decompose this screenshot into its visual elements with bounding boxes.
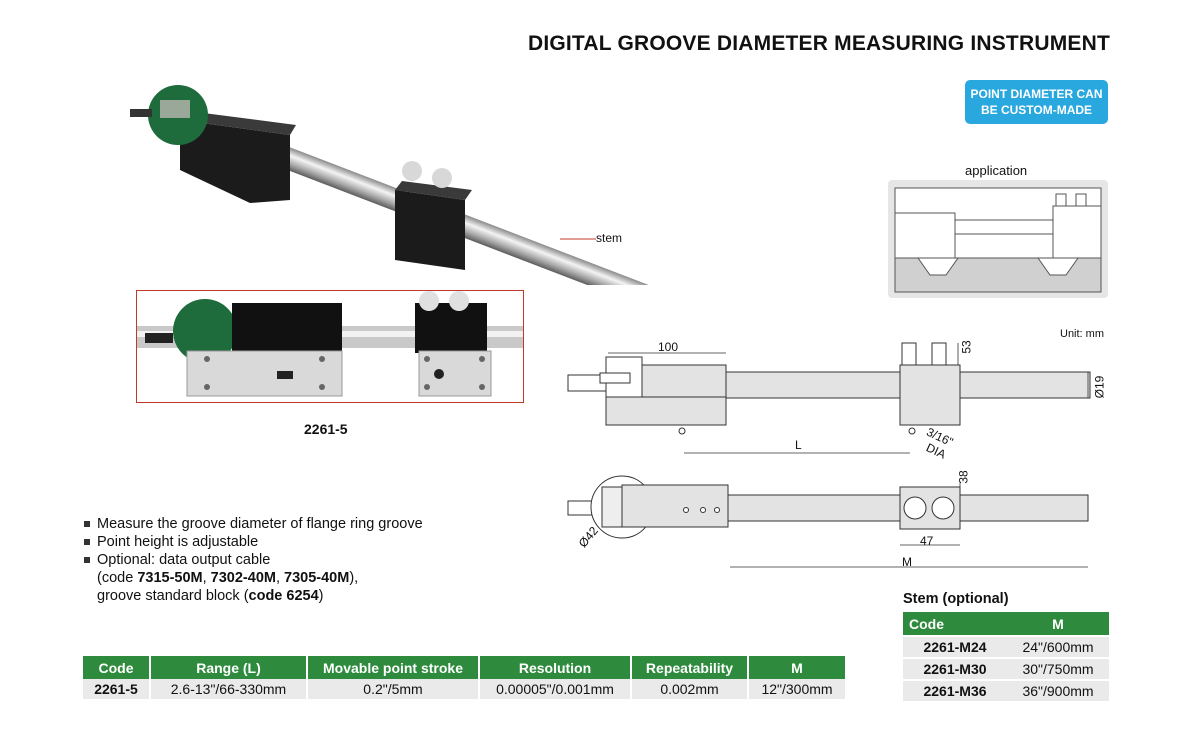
spec-cell-repeatability: 0.002mm (631, 679, 749, 699)
feature-item: Optional: data output cable (82, 551, 423, 569)
spec-table: Code Range (L) Movable point stroke Reso… (83, 656, 845, 699)
spec-header-repeatability: Repeatability (631, 656, 749, 679)
dim-l: L (795, 438, 802, 452)
custom-made-badge: POINT DIAMETER CAN BE CUSTOM-MADE (965, 80, 1108, 124)
dim-m: M (902, 555, 912, 569)
spec-cell-range: 2.6-13"/66-330mm (150, 679, 308, 699)
table-row: 2261-5 2.6-13"/66-330mm 0.2"/5mm 0.00005… (83, 679, 845, 699)
stem-header-m: M (1007, 612, 1109, 637)
spec-header-resolution: Resolution (479, 656, 632, 679)
dim-47: 47 (920, 534, 934, 548)
stem-table-title: Stem (optional) (903, 591, 1009, 607)
feature-optional-codes: (code 7315-50M, 7302-40M, 7305-40M), (97, 570, 359, 586)
closeup-illustration (137, 291, 523, 397)
stem-cell-code: 2261-M24 (903, 636, 1007, 659)
stem-leader-line (560, 238, 596, 240)
page-title: DIGITAL GROOVE DIAMETER MEASURING INSTRU… (527, 32, 1110, 55)
stem-callout: stem (596, 231, 623, 245)
feature-list: Measure the groove diameter of flange ri… (82, 515, 423, 605)
table-row: 2261-M24 24"/600mm (903, 636, 1109, 659)
stem-cell-m: 36"/900mm (1007, 680, 1109, 703)
inset-closeup (136, 290, 524, 403)
spec-cell-stroke: 0.2"/5mm (307, 679, 480, 699)
badge-line-2: BE CUSTOM-MADE (980, 103, 1093, 117)
dim-19: Ø19 (1092, 375, 1107, 399)
dim-100: 100 (658, 340, 679, 354)
feature-item: Measure the groove diameter of flange ri… (82, 515, 423, 533)
knob-icon (402, 161, 422, 181)
spec-cell-m: 12"/300mm (748, 679, 845, 699)
stem-header-code: Code (903, 612, 1007, 637)
badge-line-1: POINT DIAMETER CAN (970, 87, 1103, 101)
spec-header-m: M (748, 656, 845, 679)
dim-53: 53 (959, 340, 974, 354)
movable-block (395, 161, 472, 270)
gauge-body (130, 85, 296, 203)
spec-header-range: Range (L) (150, 656, 308, 679)
stem-cell-m: 24"/600mm (1007, 636, 1109, 659)
dim-38: 38 (956, 470, 971, 484)
spec-header-stroke: Movable point stroke (307, 656, 480, 679)
feature-item: Point height is adjustable (82, 533, 423, 551)
product-photo (130, 85, 664, 285)
knob-icon (432, 168, 452, 188)
stem-cell-m: 30"/750mm (1007, 658, 1109, 681)
stem-cell-code: 2261-M30 (903, 658, 1007, 681)
spec-header-code: Code (83, 656, 151, 679)
table-row: 2261-M36 36"/900mm (903, 680, 1109, 703)
spec-cell-resolution: 0.00005"/0.001mm (479, 679, 632, 699)
technical-drawing (567, 342, 1091, 568)
unit-label: Unit: mm (1060, 328, 1104, 340)
feature-standard-block: groove standard block (code 6254) (97, 588, 324, 604)
product-code-label: 2261-5 (304, 421, 348, 437)
application-label: application (965, 163, 1028, 178)
table-row: 2261-M30 30"/750mm (903, 658, 1109, 681)
application-diagram (888, 180, 1108, 298)
spec-cell-code: 2261-5 (83, 679, 151, 699)
stem-cell-code: 2261-M36 (903, 680, 1007, 703)
stem-table: Code M 2261-M24 24"/600mm 2261-M30 30"/7… (903, 612, 1109, 703)
